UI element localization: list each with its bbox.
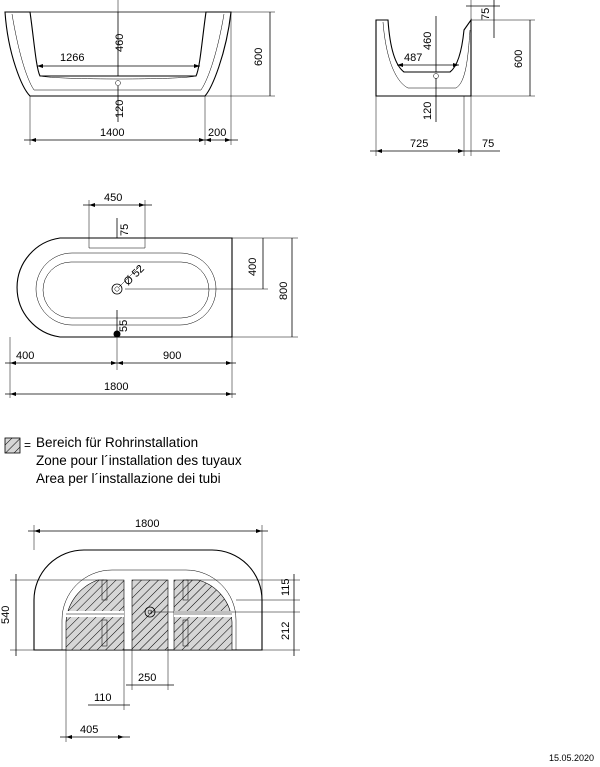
dim-120-short: 120 <box>422 102 434 120</box>
dim-460: 460 <box>114 34 126 52</box>
drain-icon <box>111 283 123 295</box>
dim-250: 250 <box>138 672 156 684</box>
dim-405: 405 <box>80 724 98 736</box>
dim-1266: 1266 <box>60 52 84 64</box>
dim-75-bottom: 75 <box>482 138 494 150</box>
dim-540: 540 <box>0 606 12 624</box>
dim-725: 725 <box>410 138 428 150</box>
top-view: 450 75 400 800 Ø 52 55 400 900 1800 <box>5 192 298 398</box>
dim-1800: 1800 <box>104 381 128 393</box>
legend-line-italian: Area per l´installazione dei tubi <box>36 471 221 486</box>
dim-75-top: 75 <box>480 8 492 20</box>
side-view-short: 75 460 487 600 120 725 75 <box>370 0 535 156</box>
tub-outline-top <box>16 237 233 338</box>
dim-800: 800 <box>278 282 290 300</box>
install-view: 1800 540 115 212 250 110 405 <box>0 518 300 742</box>
drawing-date: 15.05.2020 <box>548 753 594 763</box>
dim-450: 450 <box>104 192 122 204</box>
dim-1800-install: 1800 <box>135 518 159 530</box>
legend-line-german: Bereich für Rohrinstallation <box>36 435 199 450</box>
dim-400-left: 400 <box>16 350 34 362</box>
dim-600-short: 600 <box>513 50 525 68</box>
legend-line-french: Zone pour l´installation des tuyaux <box>36 453 242 468</box>
dim-115: 115 <box>280 578 292 596</box>
dim-55: 55 <box>118 320 130 332</box>
dim-460-short: 460 <box>422 32 434 50</box>
dim-400-right: 400 <box>247 258 259 276</box>
dim-212: 212 <box>280 622 292 640</box>
tub-profile-short <box>375 18 472 97</box>
legend-equals: = <box>24 438 31 452</box>
dim-75: 75 <box>119 224 131 236</box>
dim-1400: 1400 <box>100 127 124 139</box>
dim-110: 110 <box>94 692 112 704</box>
dim-600: 600 <box>253 48 265 66</box>
dim-900: 900 <box>163 350 181 362</box>
side-view-long: 1266 460 600 120 1400 200 <box>4 0 275 145</box>
legend-hatch-symbol: = <box>4 437 31 454</box>
dim-120: 120 <box>114 100 126 118</box>
pipe-zones <box>65 579 233 651</box>
dim-487: 487 <box>404 52 422 64</box>
dim-200: 200 <box>208 127 226 139</box>
